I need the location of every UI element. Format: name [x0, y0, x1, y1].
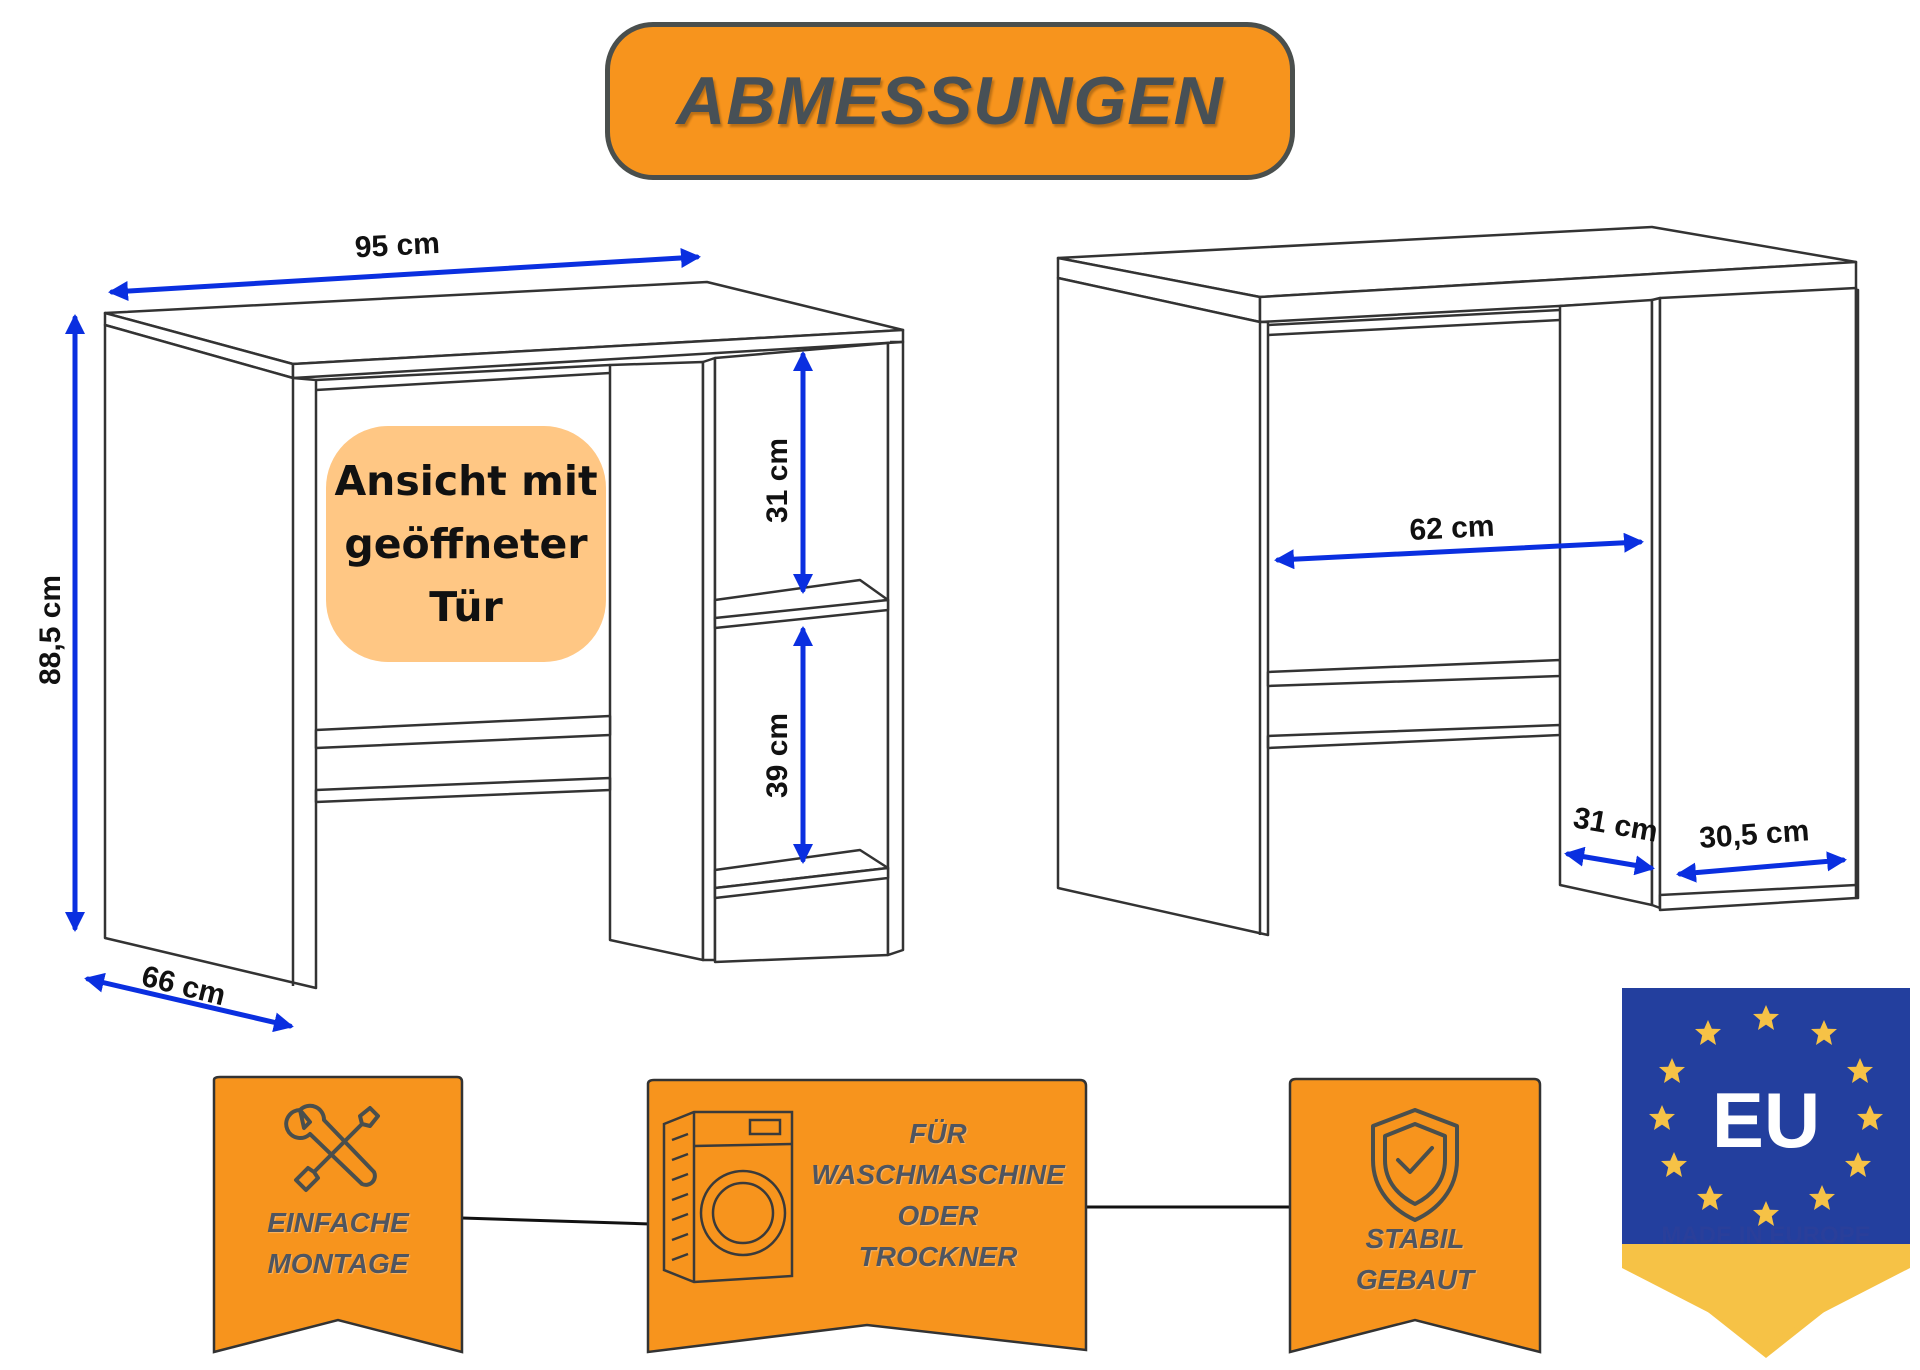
arrow-side-width [1564, 846, 1655, 876]
feature-badge-stabil [1288, 1077, 1542, 1354]
arrow-width [108, 247, 701, 302]
page-title: ABMESSUNGEN [676, 63, 1224, 139]
label-inner-width: 62 cm [1409, 510, 1496, 547]
label-depth: 66 cm [138, 960, 229, 1013]
arrow-door-width [1676, 851, 1847, 883]
open-door-note: Ansicht mit geöffneter Tür [326, 426, 606, 662]
eu-badge-text: MADE IN EUROPE [1661, 1222, 1871, 1249]
dimension-arrows [65, 247, 1847, 1033]
label-height: 88,5 cm [34, 575, 67, 685]
shield-check-icon [1371, 1108, 1459, 1222]
title-banner: ABMESSUNGEN [605, 22, 1295, 180]
desk-closed-view [1056, 225, 1860, 937]
feature-label-stabil: STABIL GEBAUT [1355, 1223, 1475, 1295]
feature-badge-montage [212, 1075, 464, 1354]
desk-open-view [103, 280, 905, 990]
eu-stars-icon [1649, 1005, 1883, 1226]
label-shelf-bottom: 39 cm [761, 713, 794, 798]
tools-icon [284, 1103, 380, 1192]
eu-badge [1622, 988, 1910, 1358]
arrow-inner-width [1274, 532, 1644, 570]
washing-machine-icon [662, 1110, 794, 1284]
feature-label-washer: FÜR WASCHMASCHINE ODER TROCKNER [811, 1118, 1065, 1272]
feature-label-montage: EINFACHE MONTAGE [267, 1207, 409, 1279]
feature-badge-washer [646, 1078, 1088, 1354]
feature-connectors [461, 1205, 1290, 1226]
label-width: 95 cm [354, 227, 441, 264]
label-door-width: 30,5 cm [1698, 814, 1810, 855]
eu-badge-title: EU [1711, 1076, 1821, 1164]
arrow-depth [84, 972, 294, 1033]
label-shelf-top: 31 cm [761, 438, 794, 523]
open-door-note-text: Ansicht mit geöffneter Tür [334, 456, 598, 631]
